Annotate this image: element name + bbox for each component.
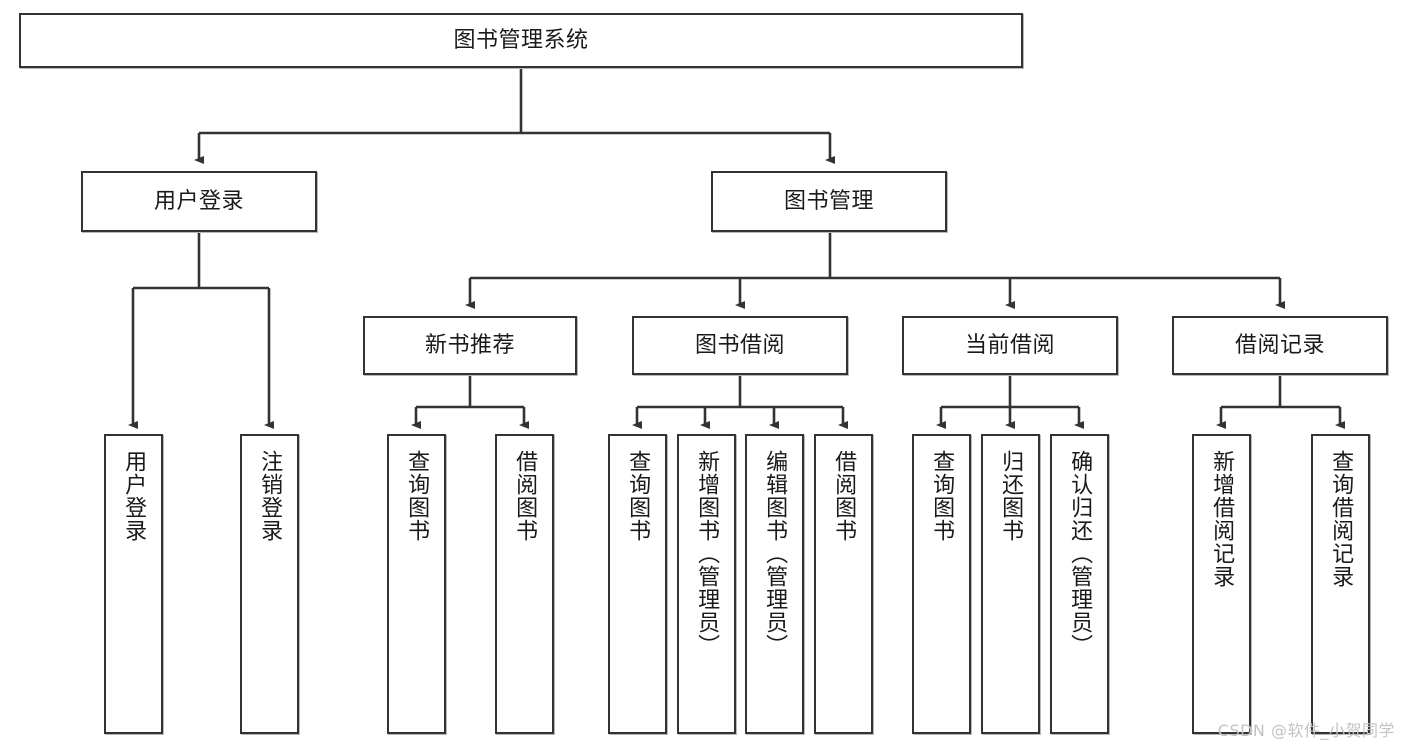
node-label: 图书管理 xyxy=(783,188,874,214)
node-label: 用户登录 xyxy=(153,188,244,214)
node-label: 查询借阅记录 xyxy=(1328,450,1354,588)
node-label: 新增借阅记录 xyxy=(1209,450,1235,588)
node-label: 查询图书 xyxy=(625,450,651,542)
node-label: 编辑图书（管理员） xyxy=(762,450,788,657)
leaf-query-book-borrow[interactable]: 查询图书 xyxy=(608,434,667,734)
node-label: 用户登录 xyxy=(121,450,147,542)
leaf-query-book-recommend[interactable]: 查询图书 xyxy=(387,434,446,734)
node-label: 归还图书 xyxy=(998,450,1024,542)
node-label: 图书借阅 xyxy=(694,332,785,358)
node-book-management[interactable]: 图书管理 xyxy=(711,171,947,232)
node-label: 图书管理系统 xyxy=(453,27,589,53)
leaf-query-book-current[interactable]: 查询图书 xyxy=(912,434,971,734)
leaf-edit-book-admin[interactable]: 编辑图书（管理员） xyxy=(745,434,804,734)
leaf-logout[interactable]: 注销登录 xyxy=(240,434,299,734)
node-borrow-record[interactable]: 借阅记录 xyxy=(1172,316,1388,375)
node-label: 确认归还（管理员） xyxy=(1067,450,1093,657)
node-label: 查询图书 xyxy=(404,450,430,542)
leaf-add-book-admin[interactable]: 新增图书（管理员） xyxy=(677,434,736,734)
node-label: 当前借阅 xyxy=(964,332,1055,358)
leaf-query-borrow-record[interactable]: 查询借阅记录 xyxy=(1311,434,1370,734)
leaf-add-borrow-record[interactable]: 新增借阅记录 xyxy=(1192,434,1251,734)
leaf-user-login[interactable]: 用户登录 xyxy=(104,434,163,734)
leaf-return-book[interactable]: 归还图书 xyxy=(981,434,1040,734)
node-label: 查询图书 xyxy=(929,450,955,542)
leaf-confirm-return-admin[interactable]: 确认归还（管理员） xyxy=(1050,434,1109,734)
node-new-book-recommend[interactable]: 新书推荐 xyxy=(363,316,577,375)
node-label: 注销登录 xyxy=(257,450,283,542)
node-label: 新增图书（管理员） xyxy=(694,450,720,657)
watermark-text: CSDN @软件_小贺同学 xyxy=(1217,721,1395,740)
leaf-borrow-book-recommend[interactable]: 借阅图书 xyxy=(495,434,554,734)
node-root-system[interactable]: 图书管理系统 xyxy=(19,13,1023,68)
node-user-login[interactable]: 用户登录 xyxy=(81,171,317,232)
node-current-borrow[interactable]: 当前借阅 xyxy=(902,316,1118,375)
node-label: 借阅记录 xyxy=(1234,332,1325,358)
node-book-borrow[interactable]: 图书借阅 xyxy=(632,316,848,375)
node-label: 借阅图书 xyxy=(512,450,538,542)
node-label: 新书推荐 xyxy=(424,332,515,358)
leaf-borrow-book[interactable]: 借阅图书 xyxy=(814,434,873,734)
node-label: 借阅图书 xyxy=(831,450,857,542)
